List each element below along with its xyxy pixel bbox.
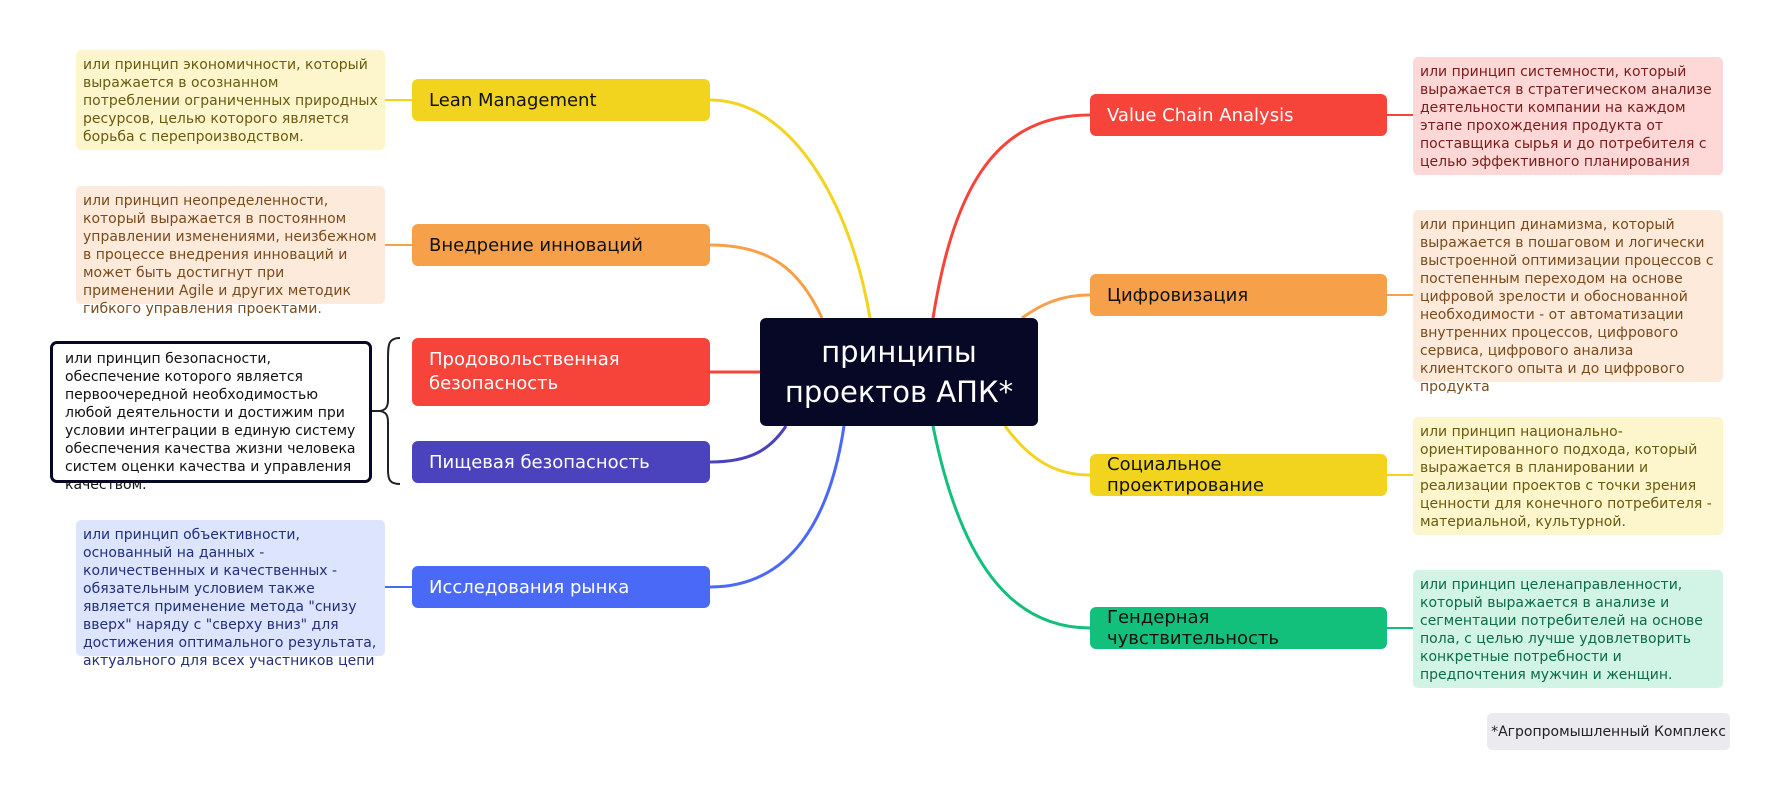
central-topic[interactable]: принципы проектов АПК* [760, 318, 1038, 426]
link-innovation [709, 243, 824, 319]
topic-label: Value Chain Analysis [1107, 104, 1294, 126]
note-innovation: или принцип неопределенности, который вы… [76, 186, 385, 317]
topic-label: Социальное проектирование [1107, 454, 1264, 496]
link-market [709, 425, 846, 589]
link-social [1003, 425, 1091, 477]
footnote: *Агропромышленный Комплекс [1487, 713, 1730, 750]
topic-social-design[interactable]: Социальное проектирование [1090, 454, 1387, 496]
topic-food-safety[interactable]: Пищевая безопасность [412, 441, 710, 483]
note-lean-management: или принцип экономичности, который выраж… [76, 50, 385, 150]
link-value-chain [931, 113, 1091, 319]
note-social-design: или принцип национально-ориентированного… [1413, 417, 1723, 535]
central-topic-line1: принципы [821, 335, 977, 369]
topic-innovation[interactable]: Внедрение инноваций [412, 224, 710, 266]
footnote-text: *Агропромышленный Комплекс [1491, 723, 1726, 740]
note-value-chain: или принцип системности, который выражае… [1413, 57, 1723, 175]
note-market-research: или принцип объективности, основанный на… [76, 520, 385, 669]
topic-value-chain[interactable]: Value Chain Analysis [1090, 94, 1387, 136]
brace-shape [379, 337, 401, 485]
topic-market-research[interactable]: Исследования рынка [412, 566, 710, 608]
topic-lean-management[interactable]: Lean Management [412, 79, 710, 121]
link-lean [709, 98, 872, 319]
topic-gender-sensitivity[interactable]: Гендерная чувствительность [1090, 607, 1387, 649]
topic-label: Гендерная чувствительность [1107, 607, 1280, 649]
link-digital [1021, 293, 1091, 320]
topic-label: Lean Management [429, 89, 597, 111]
link-gender [931, 425, 1091, 630]
topic-label: Исследования рынка [429, 576, 630, 598]
topic-label: Пищевая безопасность [429, 451, 650, 473]
topic-food-security[interactable]: Продовольственная безопасность [412, 338, 710, 406]
topic-label: Внедрение инноваций [429, 234, 643, 256]
note-gender-sensitivity: или принцип целенаправленности, который … [1413, 570, 1723, 688]
topic-label: Цифровизация [1107, 284, 1249, 306]
link-food-safety [709, 425, 788, 464]
central-topic-line2: проектов АПК* [784, 375, 1014, 409]
topic-digitalization[interactable]: Цифровизация [1090, 274, 1387, 316]
note-digitalization: или принцип динамизма, который выражаетс… [1413, 210, 1723, 395]
note-shared-safety: или принцип безопасности, обеспечение ко… [50, 341, 372, 493]
topic-label: Продовольственная безопасность [429, 349, 620, 394]
